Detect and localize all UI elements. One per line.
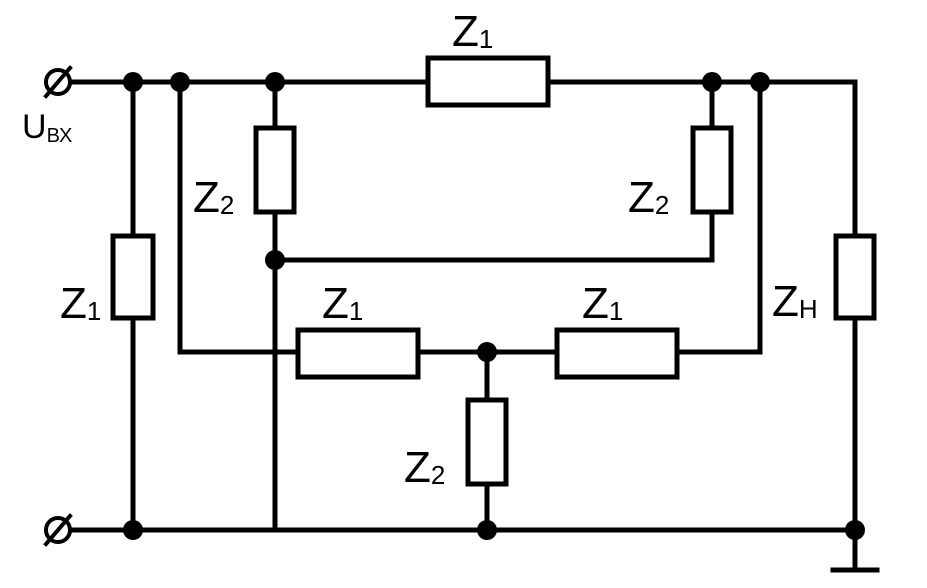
junction-dot xyxy=(123,72,143,92)
z1-left-label: Z1 xyxy=(60,279,101,328)
junction-dot xyxy=(123,520,143,540)
junction-dot xyxy=(702,72,722,92)
terminal-icon xyxy=(43,513,73,547)
impedance-z-load xyxy=(833,233,877,321)
impedance-z2-left xyxy=(253,125,297,215)
z2-left-label: Z2 xyxy=(193,173,234,222)
ground-icon xyxy=(830,527,880,573)
junction-dot xyxy=(170,72,190,92)
terminal-icon xyxy=(43,65,73,99)
impedance-z1-left xyxy=(110,233,156,321)
z2-right-label: Z2 xyxy=(628,173,669,222)
junction-dot xyxy=(477,520,497,540)
z1-mid-right-label: Z1 xyxy=(582,279,623,328)
z2-bottom-label: Z2 xyxy=(404,443,445,492)
junction-dot xyxy=(265,250,285,270)
middle-crossover-wire xyxy=(272,209,715,263)
junction-dot xyxy=(265,72,285,92)
left-lower-branch-wire xyxy=(177,79,301,355)
junction-dot xyxy=(477,342,497,362)
impedance-z1-mid-left xyxy=(295,327,421,380)
impedance-z2-bottom xyxy=(465,397,509,487)
z-load-label: ZН xyxy=(772,277,818,326)
right-lower-branch-wire xyxy=(674,79,763,355)
wires xyxy=(59,79,858,533)
z1-mid-left-label: Z1 xyxy=(322,279,363,328)
input-voltage-label: UВХ xyxy=(22,108,72,147)
junction-dot xyxy=(750,72,770,92)
impedance-z1-mid-right xyxy=(554,327,680,380)
impedance-z2-right xyxy=(690,125,734,215)
impedance-z1-top xyxy=(425,55,551,108)
z1-top-label: Z1 xyxy=(452,7,493,56)
